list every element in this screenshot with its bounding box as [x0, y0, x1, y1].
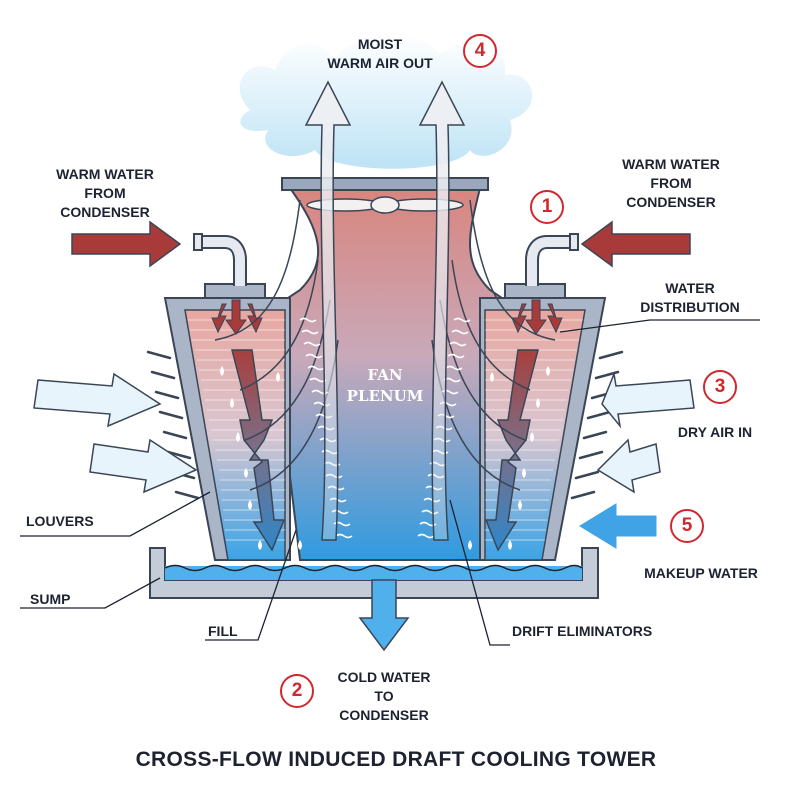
sump-water [165, 566, 582, 580]
makeup-water-arrow [580, 504, 656, 548]
badge-4: 4 [463, 34, 497, 68]
badge-1: 1 [530, 190, 564, 224]
cold-water-label: COLD WATER TO CONDENSER [324, 668, 444, 725]
water-distribution-line2: DISTRIBUTION [630, 298, 750, 317]
warm-water-right-line2: FROM [606, 174, 736, 193]
cold-water-line2: TO [324, 687, 444, 706]
makeup-water-label: MAKEUP WATER [626, 564, 776, 583]
warm-water-right-line3: CONDENSER [606, 193, 736, 212]
warm-water-arrow-left [72, 222, 180, 266]
dry-air-arrow-right-upper [602, 374, 694, 426]
moist-air-label-line1: MOIST [310, 35, 450, 54]
fill-label: FILL [208, 622, 238, 641]
warm-water-left-line2: FROM [40, 184, 170, 203]
fan-deck [282, 178, 488, 190]
badge-3: 3 [703, 370, 737, 404]
sump-label: SUMP [30, 590, 70, 609]
dry-air-arrow-left-upper [34, 374, 160, 426]
warm-water-right-label: WARM WATER FROM CONDENSER [606, 155, 736, 212]
moist-air-label-line2: WARM AIR OUT [310, 54, 450, 73]
fan-plenum-label: FAN PLENUM [335, 365, 435, 407]
water-distribution-label: WATER DISTRIBUTION [630, 279, 750, 317]
dry-air-arrow-left-lower [90, 440, 196, 492]
badge-5: 5 [670, 509, 704, 543]
warm-water-left-label: WARM WATER FROM CONDENSER [40, 165, 170, 222]
water-distribution-line1: WATER [630, 279, 750, 298]
drift-eliminators-label: DRIFT ELIMINATORS [512, 622, 652, 641]
louvers-label: LOUVERS [26, 512, 94, 531]
warm-water-left-line3: CONDENSER [40, 203, 170, 222]
cold-water-line3: CONDENSER [324, 706, 444, 725]
distribution-basin-right [505, 284, 565, 298]
fan-plenum-line2: PLENUM [335, 386, 435, 407]
cold-water-line1: COLD WATER [324, 668, 444, 687]
dry-air-label: DRY AIR IN [660, 423, 770, 442]
badge-2: 2 [280, 674, 314, 708]
diagram-title: CROSS-FLOW INDUCED DRAFT COOLING TOWER [0, 748, 792, 772]
fan-plenum-line1: FAN [335, 365, 435, 386]
distribution-basin-left [205, 284, 265, 298]
moist-air-label: MOIST WARM AIR OUT [310, 35, 450, 73]
dry-air-arrow-right-lower [598, 440, 660, 492]
warm-water-left-line1: WARM WATER [40, 165, 170, 184]
fan-hub [371, 197, 399, 213]
warm-water-right-line1: WARM WATER [606, 155, 736, 174]
warm-water-arrow-right [582, 222, 690, 266]
